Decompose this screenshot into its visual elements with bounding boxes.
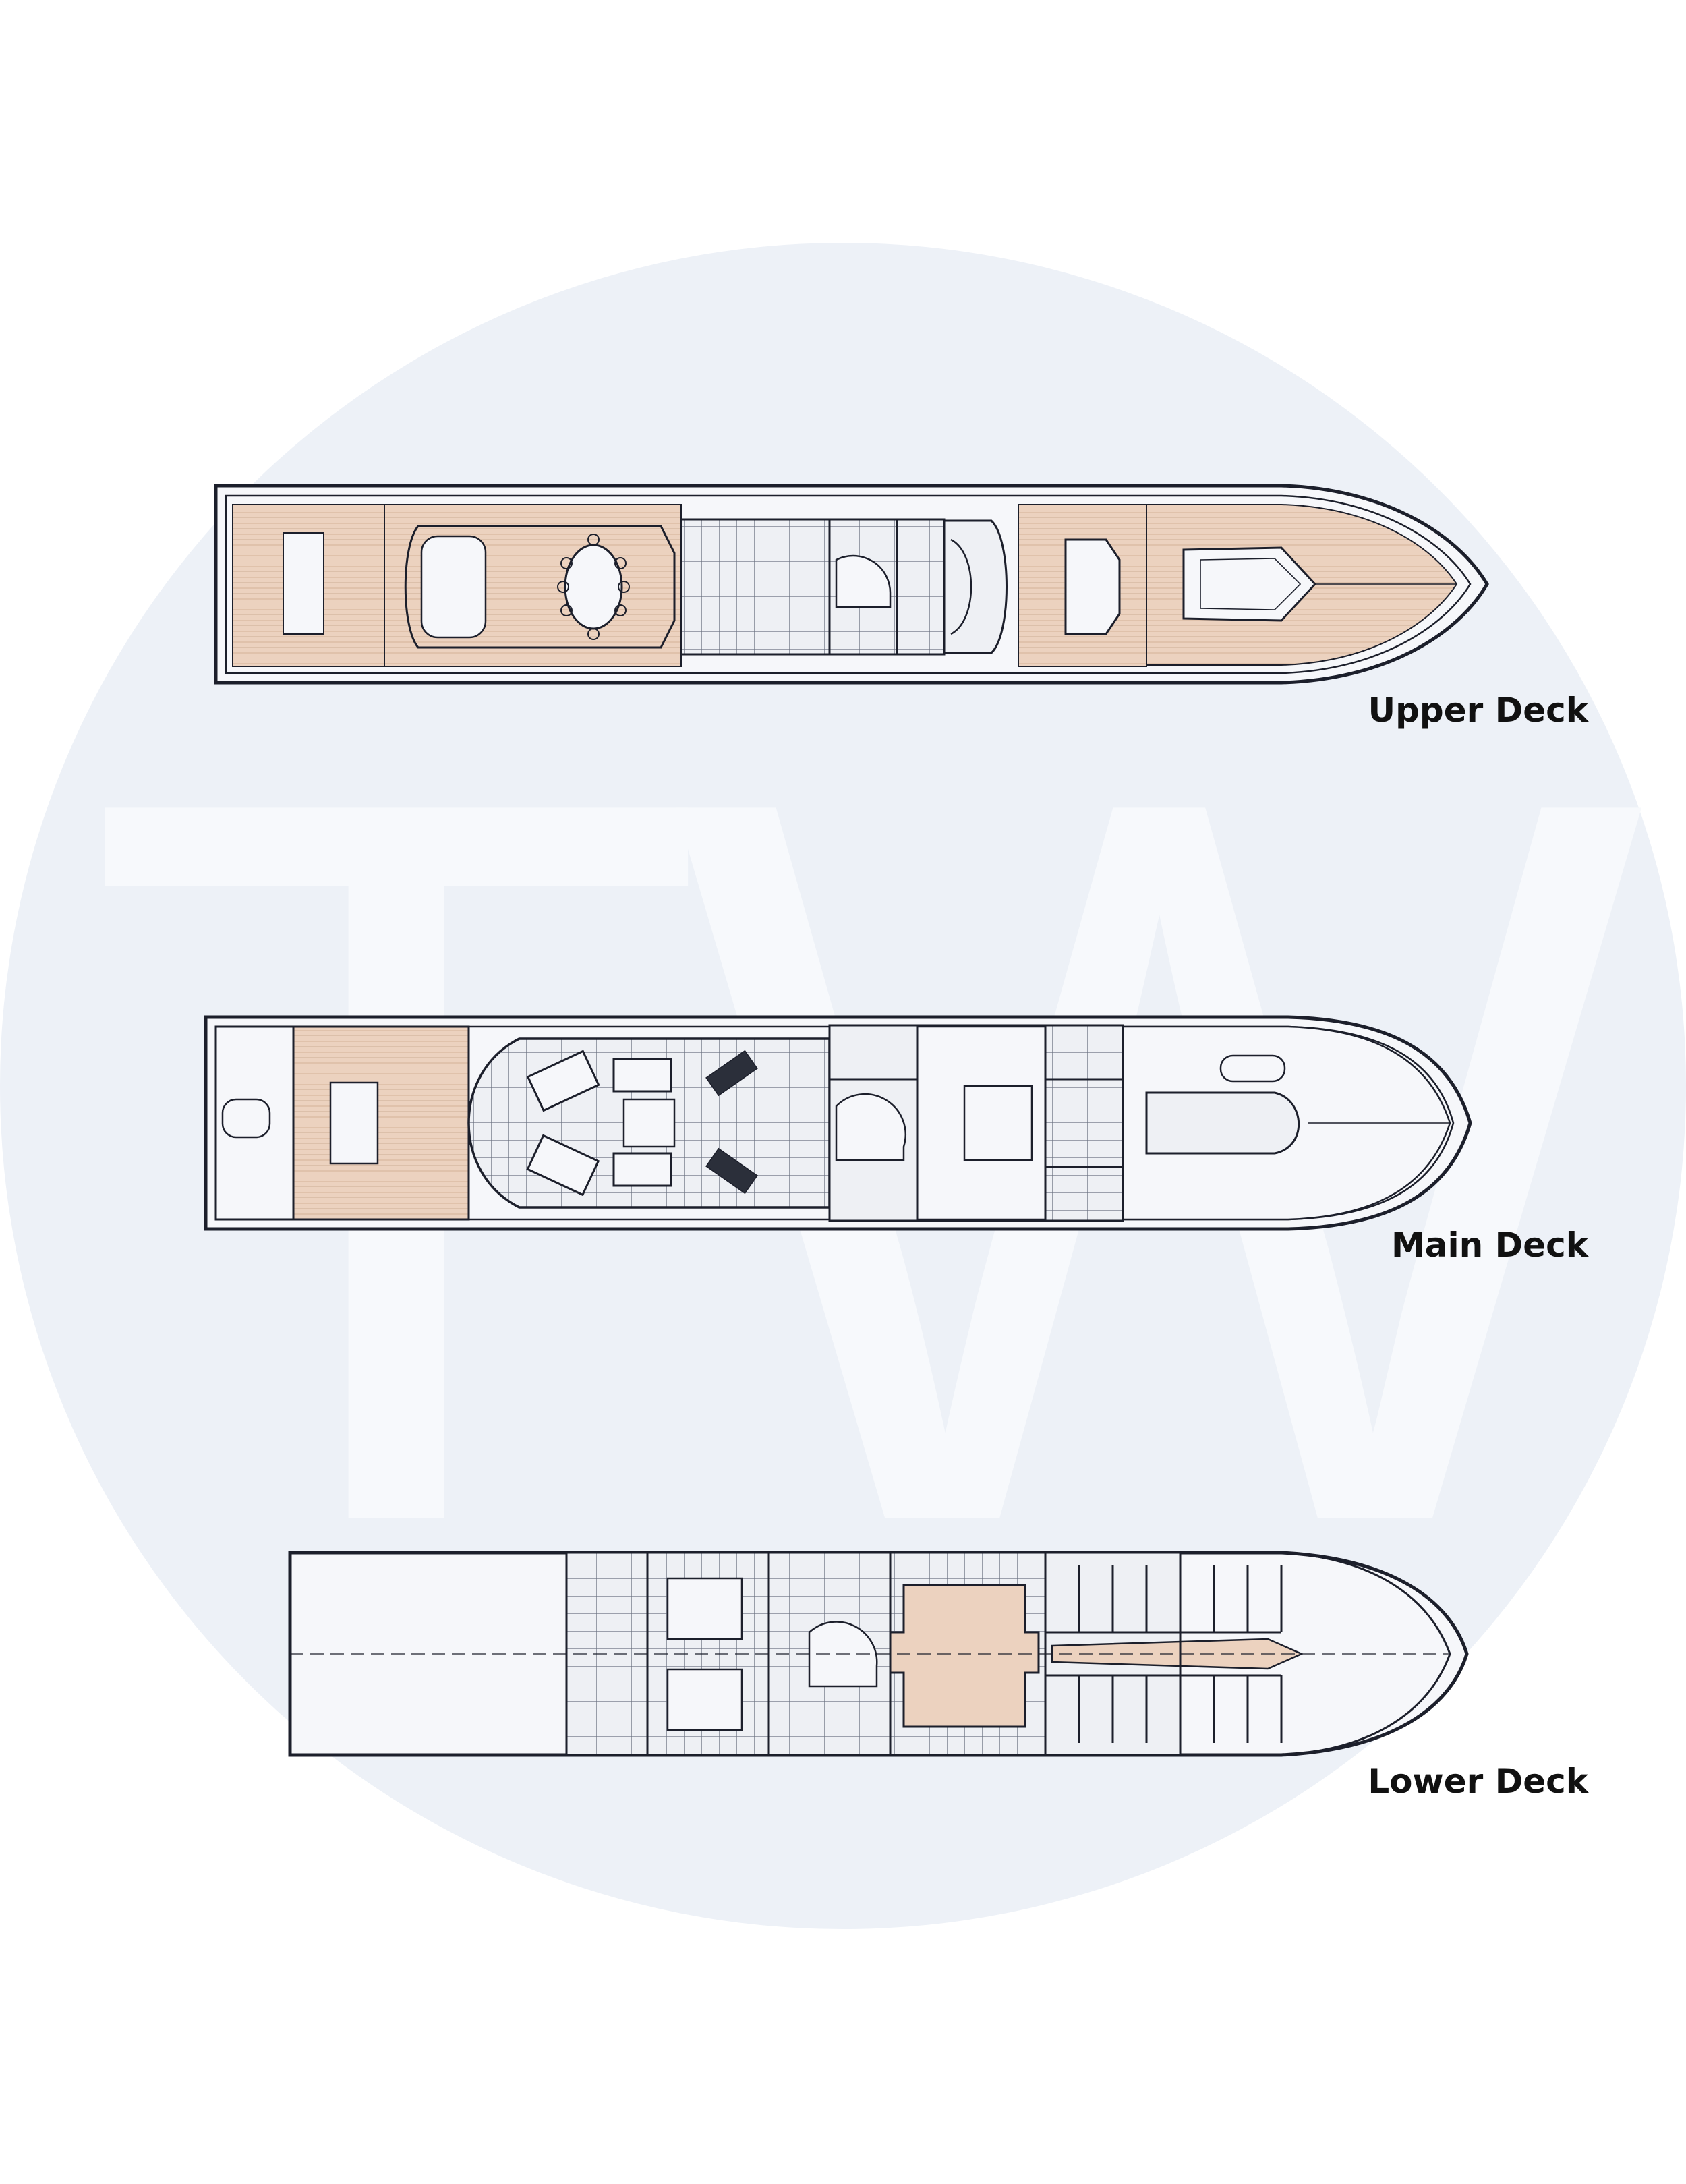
main-jetski: [1219, 1054, 1286, 1083]
lower-guest-cabin-1-bed: [666, 1577, 743, 1640]
upper-deck-label: Upper Deck: [1368, 691, 1588, 730]
upper-deck-rail: [225, 494, 1472, 674]
upper-wheelhouse: [943, 519, 1008, 654]
main-aft-sofa: [329, 1081, 379, 1165]
main-deck-plan: [204, 1015, 1472, 1231]
main-master-bath: [1044, 1024, 1124, 1222]
main-aft-teak: [292, 1025, 470, 1221]
lower-galley: [889, 1584, 1040, 1728]
upper-bow-inner-hatch: [1200, 558, 1302, 610]
main-salon-chairs: [705, 1050, 758, 1195]
main-stair: [835, 1093, 906, 1161]
upper-wheelhouse-console: [950, 538, 972, 635]
lower-deck-label: Lower Deck: [1368, 1762, 1588, 1801]
upper-aft-platform: [283, 532, 324, 635]
upper-dining-table: [557, 534, 630, 640]
upper-lounge-pad: [420, 535, 487, 639]
main-master-bed: [963, 1085, 1033, 1161]
main-tender: [221, 1098, 271, 1139]
main-aft-platform: [214, 1025, 295, 1221]
lower-guest-cabin-2-bed: [666, 1668, 743, 1731]
upper-lounge-outline: [404, 525, 676, 649]
upper-wheelhouse-aft: [896, 518, 946, 656]
main-fore-tender: [1145, 1091, 1300, 1155]
main-dining-table: [622, 1098, 676, 1148]
lower-crew-corridor: [1051, 1638, 1304, 1670]
upper-stair: [835, 554, 892, 608]
lower-deck-plan: [288, 1551, 1469, 1757]
main-salon-sofas: [526, 1050, 672, 1197]
upper-sky-lounge: [680, 518, 831, 656]
main-deck-label: Main Deck: [1391, 1226, 1588, 1265]
upper-deck-plan: [214, 484, 1489, 685]
upper-forward-seat: [1064, 538, 1121, 635]
